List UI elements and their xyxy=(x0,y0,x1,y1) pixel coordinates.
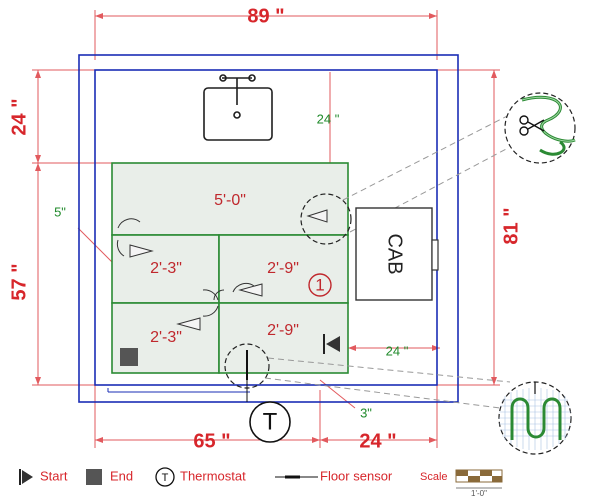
legend-scale-unit: 1'-0" xyxy=(471,489,487,498)
end-marker xyxy=(120,348,138,366)
heat-zone-bottom-right xyxy=(218,302,349,374)
dim-bottom-left: 65 " xyxy=(193,430,230,452)
legend-thermostat: T Thermostat xyxy=(155,467,246,487)
legend-floor-sensor: Floor sensor xyxy=(275,468,393,483)
legend-start: Start xyxy=(19,468,68,485)
dim-sink-gap: 24 " xyxy=(317,111,340,126)
legend-end-label: End xyxy=(110,468,133,483)
heating-zones xyxy=(111,162,349,374)
legend-scale: Scale 1'-0" xyxy=(420,469,503,498)
zone-label-bottom-right: 2'-9" xyxy=(267,322,299,339)
heat-zone-mid-right xyxy=(218,234,349,304)
legend-thermostat-symbol: T xyxy=(162,472,169,484)
dim-right-gap: 24 " xyxy=(386,343,409,358)
zone-label-bottom-left: 2'-3" xyxy=(150,329,182,346)
zone-label-top: 5'-0" xyxy=(214,192,246,209)
sink-fixture xyxy=(203,74,273,141)
dim-bottom-gap: 3" xyxy=(360,405,372,420)
legend-thermostat-label: Thermostat xyxy=(180,468,246,483)
thermostat: T xyxy=(249,401,291,443)
detail-cut-cable xyxy=(504,92,576,164)
cabinet-label: CAB xyxy=(384,233,406,274)
legend: Start End T Thermostat Floor sensor Scal… xyxy=(19,467,503,498)
flow-arrows xyxy=(129,209,328,331)
dim-left-lower: 57 " xyxy=(8,263,30,300)
scissors-icon xyxy=(519,115,545,136)
dim-left-upper: 24 " xyxy=(8,98,30,135)
circuit-number: 1 xyxy=(315,275,324,294)
dim-right-height: 81 " xyxy=(500,207,522,244)
thermostat-symbol: T xyxy=(263,408,278,435)
zone-turn-arcs xyxy=(116,218,255,317)
dim-overall-width: 89 " xyxy=(247,5,284,27)
legend-scale-label: Scale xyxy=(420,471,448,483)
start-marker xyxy=(323,334,340,354)
zone-label-mid-left: 2'-3" xyxy=(150,260,182,277)
detail-leaders xyxy=(264,111,516,409)
legend-start-label: Start xyxy=(40,468,68,483)
detail-mesh-loop xyxy=(498,381,572,455)
dim-bottom-right: 24 " xyxy=(359,430,396,452)
cabinet: CAB xyxy=(355,207,439,301)
legend-floor-sensor-label: Floor sensor xyxy=(320,468,393,483)
dim-side-gap: 5" xyxy=(54,204,66,219)
circuit-number-badge: 1 xyxy=(308,273,332,297)
legend-end: End xyxy=(86,468,133,485)
zone-label-mid-right: 2'-9" xyxy=(267,260,299,277)
